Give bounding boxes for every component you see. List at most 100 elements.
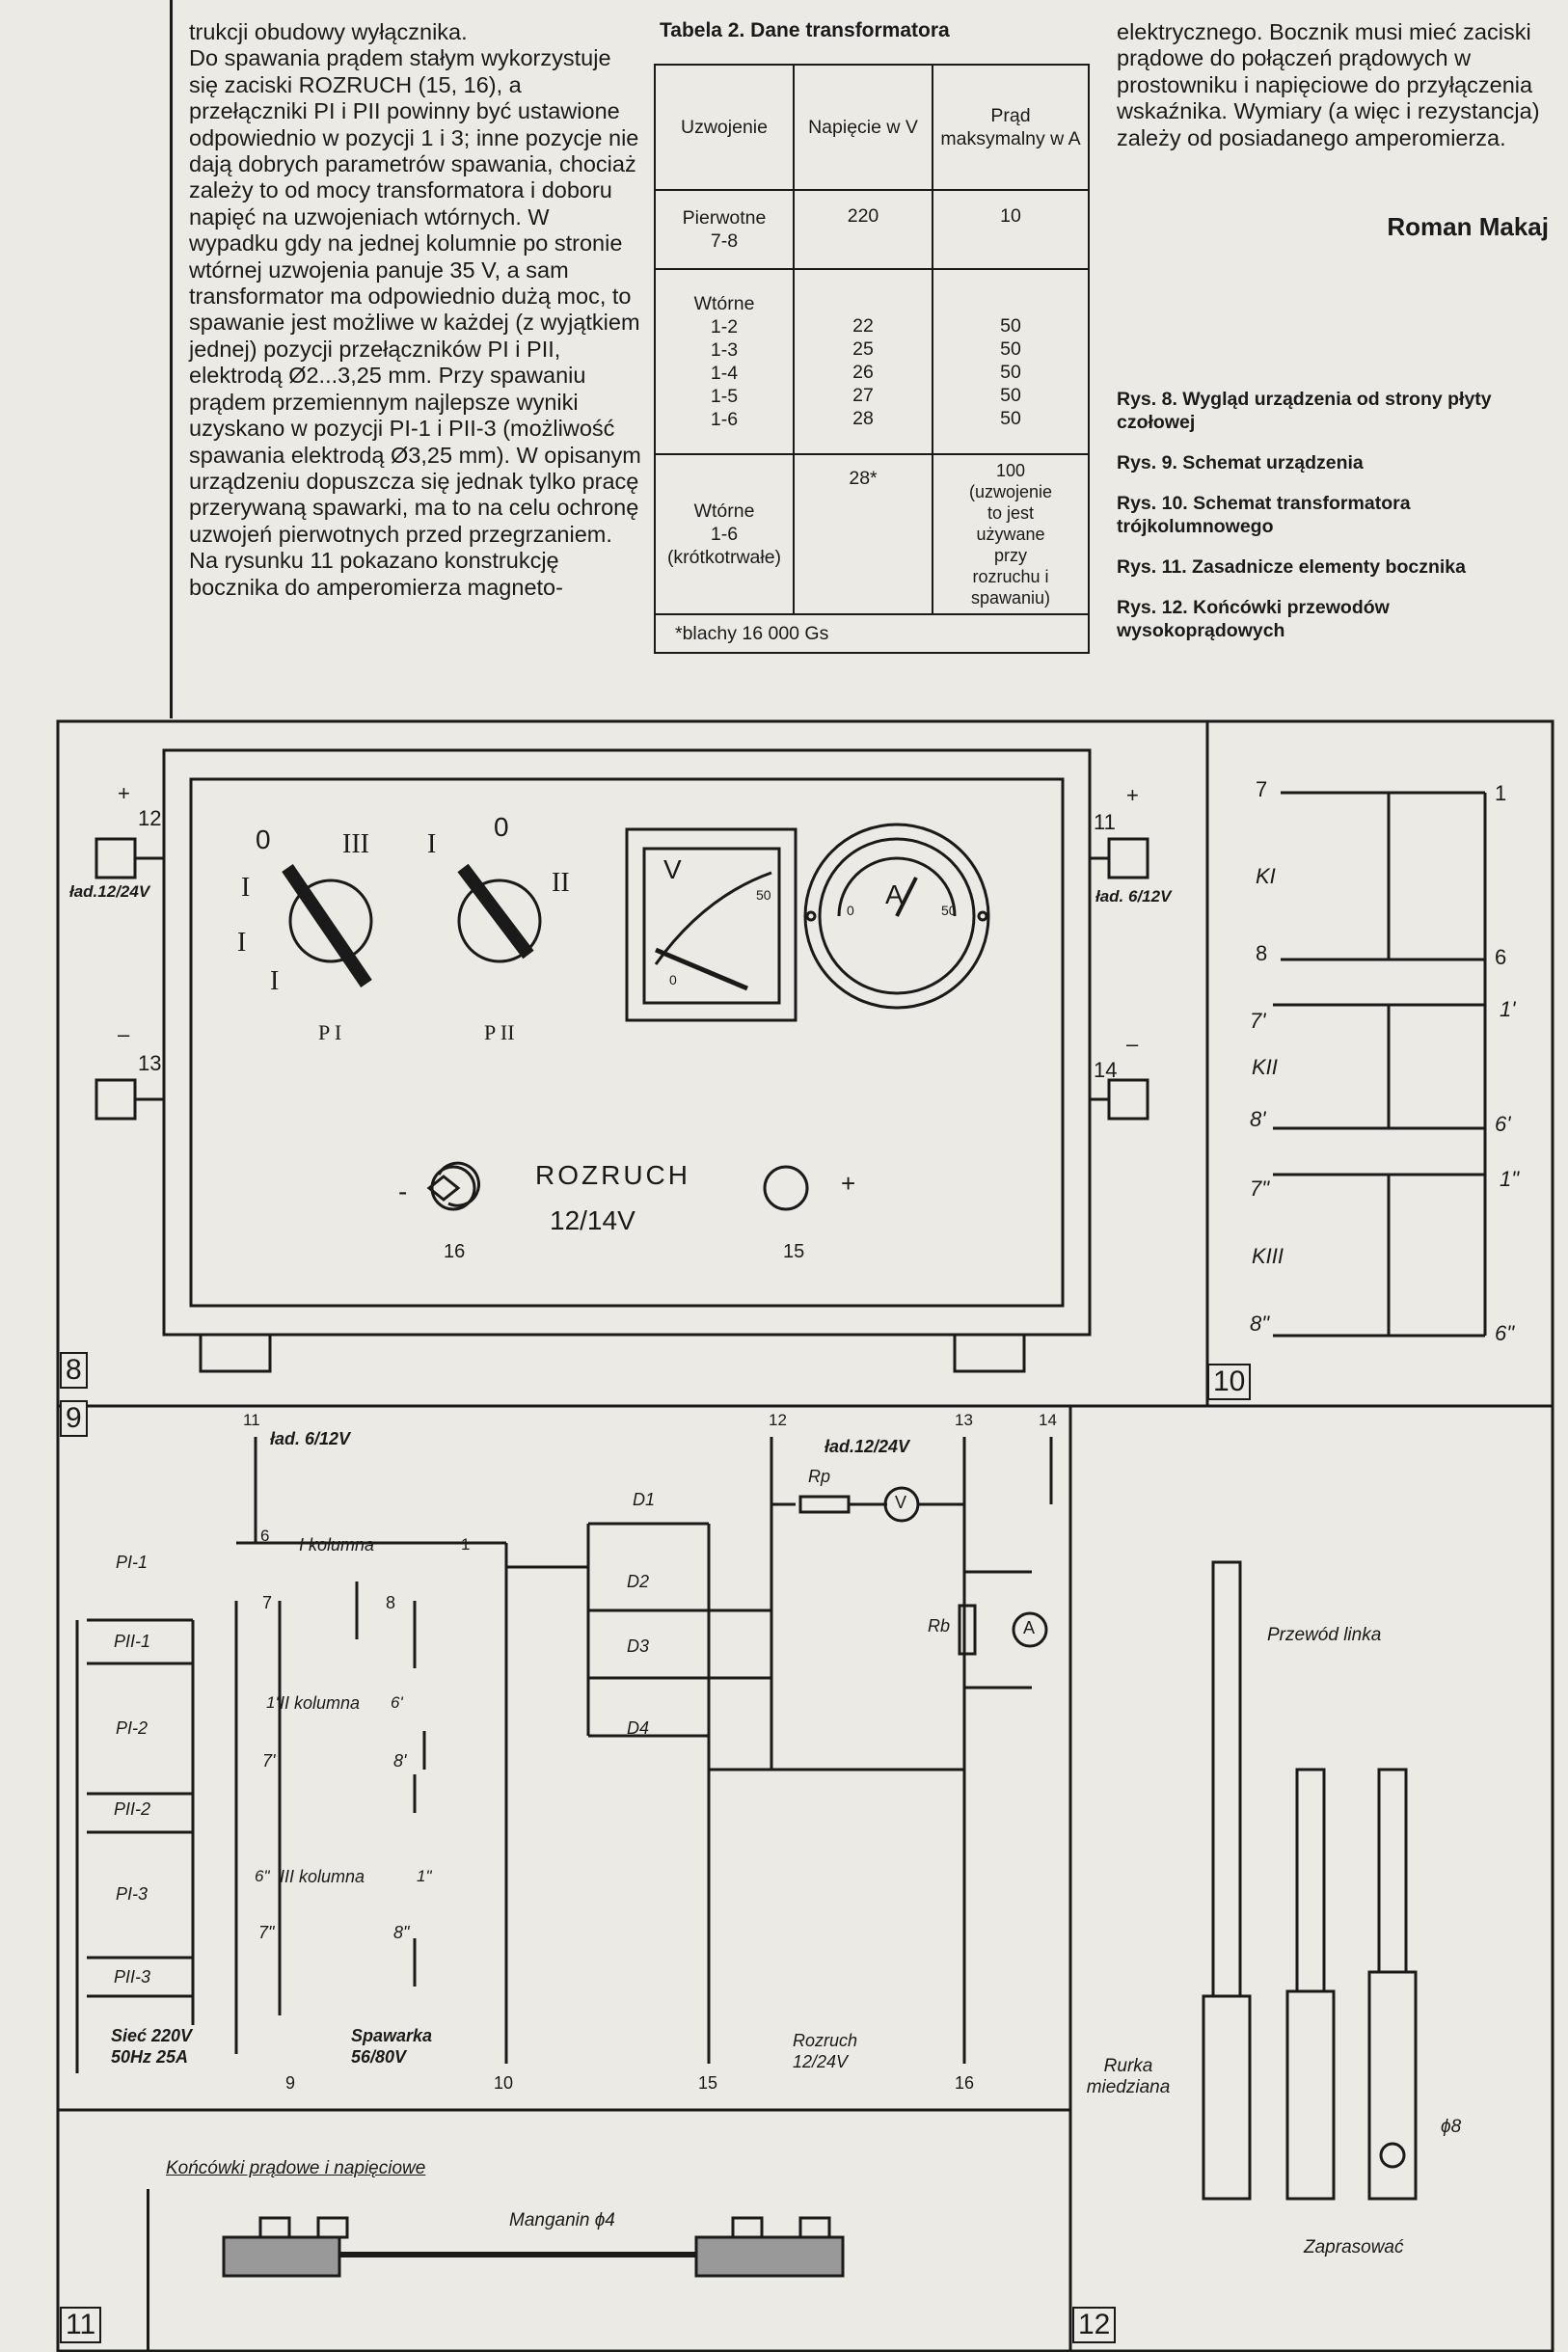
fig8-terminal-11: 11 [1094, 810, 1116, 834]
fig8-minus: – [1126, 1032, 1139, 1056]
switch-position: I [427, 829, 437, 859]
figure-captions: Rys. 8. Wygląd urządzenia od strony płyt… [1117, 388, 1560, 660]
fig9-label: 14 [1039, 1411, 1057, 1429]
paragraph: trukcji obudowy wyłącznika. [189, 19, 468, 44]
fig10-label: KII [1252, 1055, 1278, 1079]
fig8-panel [95, 748, 1149, 1373]
fig9-label: 8" [393, 1923, 410, 1942]
fig9-label: 10 [494, 2073, 514, 2093]
fig10-label: 1' [1500, 997, 1516, 1021]
paragraph: elektrycznego. Bocznik musi mieć zaciski… [1117, 19, 1540, 150]
caption: Rys. 10. Schemat transformatora trójkolu… [1117, 493, 1411, 537]
transformer-table: Uzwojenie Napięcie w V Prąd maksymalny w… [654, 64, 1090, 654]
plus: + [841, 1169, 856, 1198]
figure-number: 9 [60, 1400, 88, 1437]
author: Roman Makaj [1387, 212, 1549, 241]
fig9-label: 6 [260, 1527, 270, 1545]
fig10-label: 7" [1250, 1176, 1270, 1201]
caption: Rys. 12. Końcówki przewodów wysokoprądow… [1117, 597, 1390, 641]
fig9-schematic [75, 1437, 1053, 2073]
fig9-label: 12 [769, 1411, 787, 1429]
fig9-label: 1" [417, 1867, 432, 1885]
voltmeter-symbol: V [663, 854, 682, 884]
fig12-terminals [1202, 1560, 1418, 2201]
figure-number: 10 [1207, 1364, 1252, 1400]
table-cell: 28* [793, 453, 933, 615]
fig10-label: 8' [1250, 1107, 1266, 1131]
left-column-rule [170, 0, 173, 718]
fig10-label: 6" [1495, 1321, 1515, 1345]
fig8-minus: – [118, 1022, 130, 1046]
fig9-label: 15 [698, 2073, 718, 2093]
fig9-label: 8' [393, 1751, 407, 1771]
table-header: Uzwojenie [654, 64, 795, 191]
fig10-transformer [1273, 791, 1487, 1338]
table-header: Prąd maksymalny w A [932, 64, 1090, 191]
fig9-label: 6" [255, 1867, 270, 1885]
fig9-switch: PI-3 [116, 1884, 149, 1904]
fig9-label: 16 [955, 2073, 975, 2093]
figure-number: 8 [60, 1352, 88, 1389]
figures-frame [56, 719, 1554, 2352]
switch-position: 0 [494, 812, 509, 842]
table-cell: Pierwotne 7-8 [654, 189, 795, 270]
fig9-meter: V [895, 1493, 907, 1512]
fig9-resistor: Rb [928, 1616, 951, 1636]
rozruch-voltage: 12/14V [550, 1205, 635, 1235]
fig9-label: ład. 6/12V [270, 1429, 351, 1448]
article-column-3: elektrycznego. Bocznik musi mieć zaciski… [1117, 19, 1549, 151]
fig9-label: 7' [262, 1751, 276, 1771]
fig9-label: 11 [243, 1411, 260, 1429]
fig9-label: Spawarka 56/80V [351, 2026, 433, 2067]
table-header: Napięcie w V [793, 64, 933, 191]
switch-position: I [270, 966, 280, 996]
fig9-switch: PII-1 [114, 1632, 151, 1651]
fig11-label: Manganin ϕ4 [509, 2210, 615, 2230]
table-cell: 10 [932, 189, 1090, 270]
table-cell: 100 (uzwojenie to jest używane przy rozr… [932, 453, 1090, 615]
fig9-label: 1' [266, 1693, 279, 1712]
table-cell: 220 [793, 189, 933, 270]
rozruch-label: ROZRUCH [535, 1160, 690, 1190]
terminal-number: 15 [783, 1241, 805, 1262]
paragraph: Na rysunku 11 pokazano konstrukcję boczn… [189, 548, 563, 600]
fig8-plus: + [118, 781, 130, 805]
switch-position: 0 [256, 825, 271, 854]
fig9-column: I kolumna [299, 1535, 375, 1554]
article-column-1: trukcji obudowy wyłącznika. Do spawania … [189, 19, 642, 601]
left-column-rule-bottom [147, 2189, 149, 2352]
table-cell: Wtórne 1-2 1-3 1-4 1-5 1-6 [654, 268, 795, 455]
fig9-switch: PI-2 [116, 1718, 149, 1738]
fig9-label: 7 [262, 1593, 273, 1612]
fig9-label: Rozruch 12/24V [793, 2031, 858, 2071]
table-cell: Wtórne 1-6 (krótkotrwałe) [654, 453, 795, 615]
fig9-label: 7" [258, 1923, 275, 1942]
fig9-diode: D3 [627, 1636, 650, 1656]
fig12-label: Rurka miedziana [1086, 2056, 1171, 2097]
fig10-label: 1 [1495, 781, 1507, 805]
fig11-label: Końcówki prądowe i napięciowe [166, 2158, 426, 2178]
fig9-resistor: Rp [808, 1467, 831, 1486]
fig10-label: 8 [1256, 941, 1268, 965]
fig9-diode: D2 [627, 1572, 650, 1591]
caption: Rys. 8. Wygląd urządzenia od strony płyt… [1117, 389, 1492, 433]
figure-number: 12 [1072, 2307, 1117, 2343]
ammeter-scale: 0 [847, 903, 854, 918]
minus: - [398, 1176, 408, 1206]
fig10-label: 7' [1250, 1009, 1266, 1033]
fig10-label: 6 [1495, 945, 1507, 969]
fig9-column: III kolumna [280, 1867, 365, 1886]
fig10-label: KIII [1252, 1244, 1284, 1268]
fig12-label: Zaprasować [1304, 2237, 1404, 2257]
fig8-label: ład.12/24V [69, 882, 150, 901]
fig12-label: Przewód linka [1267, 1625, 1382, 1645]
fig9-label: 8 [386, 1593, 396, 1612]
fig9-switch: PII-3 [114, 1967, 151, 1987]
fig8-terminal-12: 12 [138, 806, 162, 830]
fig9-label: 13 [955, 1411, 973, 1429]
caption: Rys. 11. Zasadnicze elementy bocznika [1117, 556, 1466, 578]
fig9-switch: PII-2 [114, 1799, 151, 1819]
voltmeter-scale: 0 [669, 972, 677, 987]
switch-label: P I [318, 1020, 342, 1044]
